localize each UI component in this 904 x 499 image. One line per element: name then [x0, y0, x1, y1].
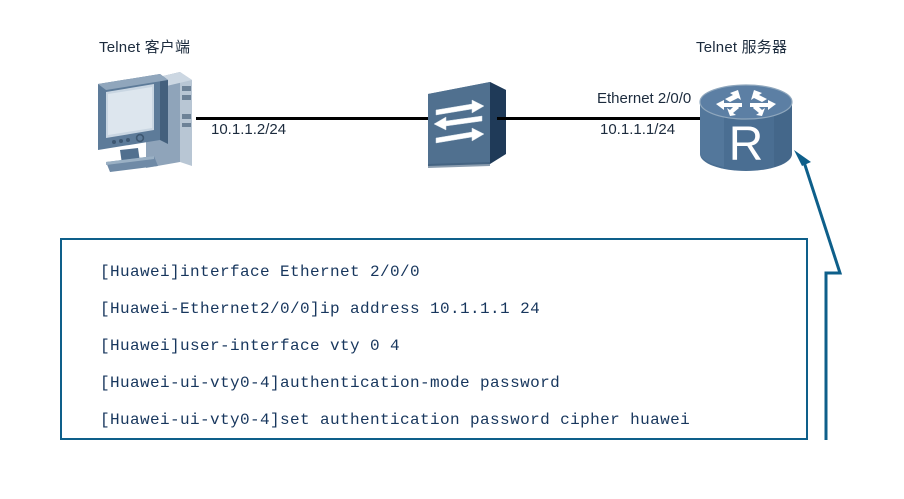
- svg-text:R: R: [729, 118, 764, 171]
- command-line: [Huawei-Ethernet2/0/0]ip address 10.1.1.…: [100, 300, 541, 318]
- router-icon: R: [694, 80, 798, 178]
- command-line: [Huawei-ui-vty0-4]authentication-mode pa…: [100, 374, 561, 392]
- command-callout-box: [60, 238, 808, 440]
- command-line: [Huawei]interface Ethernet 2/0/0: [100, 263, 421, 281]
- link-switch-router: [497, 117, 705, 120]
- client-ip-label: 10.1.1.2/24: [211, 121, 287, 138]
- router-ip-label: 10.1.1.1/24: [600, 121, 676, 138]
- command-line: [Huawei-ui-vty0-4]set authentication pas…: [100, 411, 691, 429]
- client-node-title: Telnet 客户端: [99, 39, 191, 56]
- link-client-switch: [196, 117, 434, 120]
- command-line: [Huawei]user-interface vty 0 4: [100, 337, 401, 355]
- desktop-pc-icon: [88, 62, 200, 174]
- switch-icon: [424, 76, 512, 172]
- command-line-list: [Huawei]interface Ethernet 2/0/0 [Huawei…: [100, 254, 800, 439]
- router-node-title: Telnet 服务器: [696, 39, 788, 56]
- callout-arrow-icon: [780, 140, 904, 450]
- router-interface-label: Ethernet 2/0/0: [597, 90, 692, 107]
